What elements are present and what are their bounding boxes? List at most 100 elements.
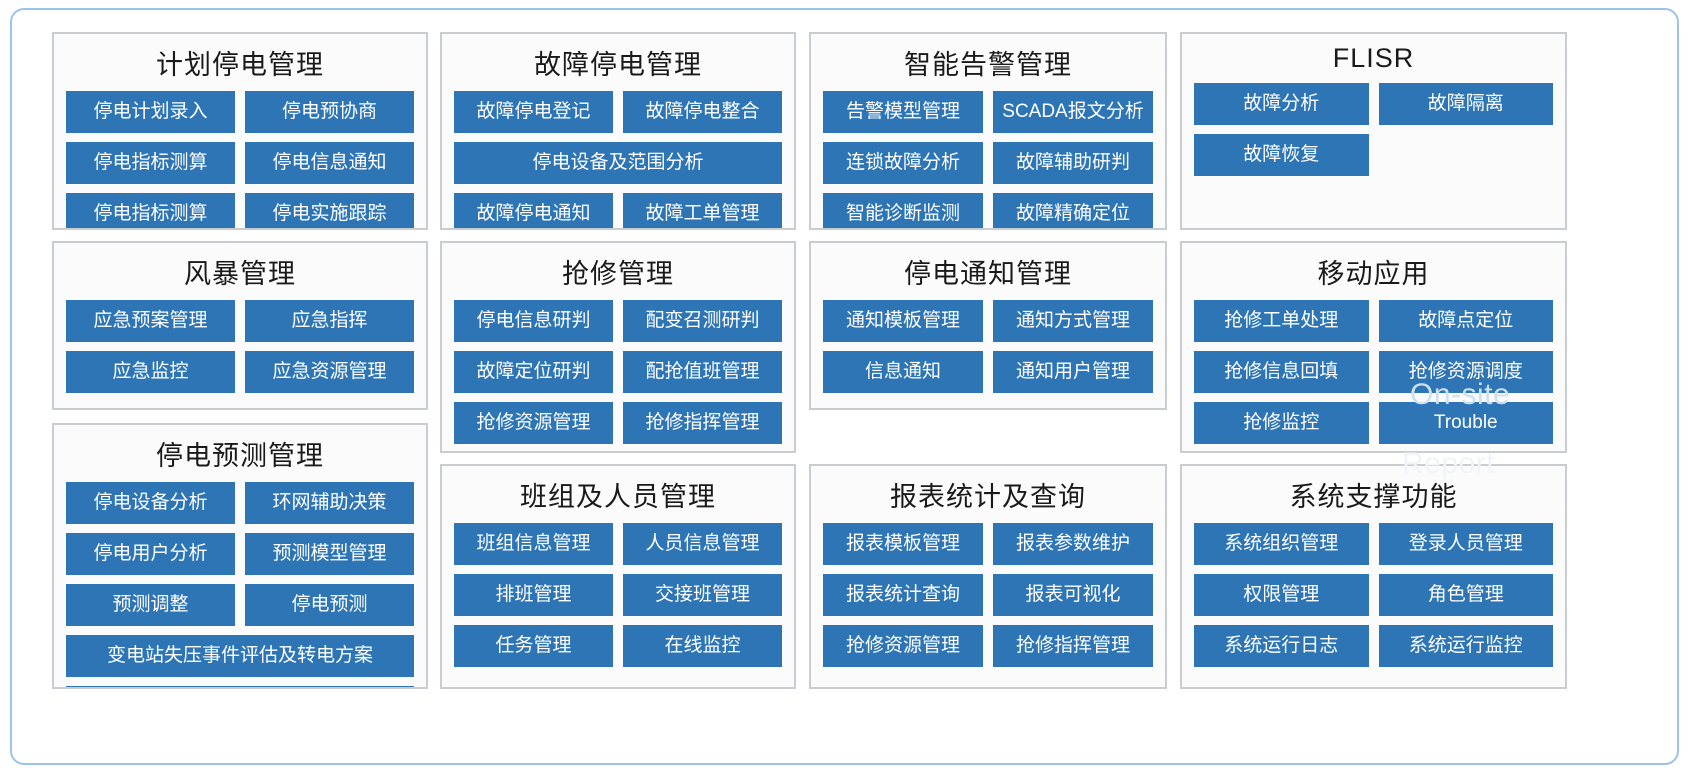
module-button[interactable]: 停电用户分析 — [66, 533, 235, 575]
module-button[interactable]: 应急资源管理 — [245, 351, 414, 393]
module-button[interactable]: 故障点定位 — [1378, 300, 1553, 342]
module-button[interactable]: 班组信息管理 — [454, 523, 613, 565]
panel-title: 班组及人员管理 — [520, 482, 716, 512]
module-button[interactable]: 系统运行日志 — [1194, 625, 1369, 667]
panel-repair-management: 抢修管理 停电信息研判配变召测研判故障定位研判配抢值班管理抢修资源管理抢修指挥管… — [440, 241, 796, 453]
module-button[interactable]: 预测模型管理 — [245, 533, 414, 575]
module-button[interactable]: 抢修监控 — [1194, 402, 1369, 444]
panel-title: 系统支撑功能 — [1289, 482, 1458, 512]
module-button[interactable]: 配抢值班管理 — [623, 351, 782, 393]
panel-button-area: 停电设备分析环网辅助决策停电用户分析预测模型管理预测调整停电预测变电站失压事件评… — [54, 482, 426, 687]
module-button[interactable]: 抢修资源管理 — [454, 402, 613, 444]
module-button[interactable]: 应急预案管理 — [66, 300, 235, 342]
module-button[interactable]: 抢修指挥管理 — [623, 402, 782, 444]
module-button[interactable]: 信息通知 — [823, 351, 983, 393]
module-button[interactable]: 通知方式管理 — [993, 300, 1153, 342]
module-button[interactable]: 故障精确定位 — [993, 193, 1153, 228]
module-button[interactable]: 故障停电整合 — [623, 91, 782, 133]
panel-button-area: 停电信息研判配变召测研判故障定位研判配抢值班管理抢修资源管理抢修指挥管理 — [442, 300, 794, 451]
module-button[interactable]: 故障定位研判 — [454, 351, 613, 393]
panel-button-area: 应急预案管理应急指挥应急监控应急资源管理 — [54, 300, 426, 403]
module-button[interactable]: 故障停电通知 — [454, 193, 613, 228]
module-button[interactable]: 抢修资源调度 — [1378, 351, 1553, 393]
module-button[interactable]: 停电指标测算 — [66, 193, 235, 228]
module-button[interactable]: SCADA报文分析 — [993, 91, 1153, 133]
module-button[interactable]: 抢修资源管理 — [823, 625, 983, 667]
module-button[interactable]: 预测调整 — [66, 584, 235, 626]
module-button[interactable]: 连锁故障分析 — [823, 142, 983, 184]
module-button[interactable]: 报表参数维护 — [993, 523, 1153, 565]
panel-button-area: 故障分析故障隔离故障恢复 — [1182, 83, 1565, 186]
module-button[interactable]: 通知用户管理 — [993, 351, 1153, 393]
module-button[interactable]: 权限管理 — [1194, 574, 1369, 616]
module-button[interactable]: 报表模板管理 — [823, 523, 983, 565]
module-button[interactable]: 应急指挥 — [245, 300, 414, 342]
diagram-canvas: 计划停电管理 停电计划录入停电预协商停电指标测算停电信息通知停电指标测算停电实施… — [10, 8, 1679, 765]
module-button[interactable]: 故障分析 — [1194, 83, 1369, 125]
panel-title: 移动应用 — [1317, 259, 1430, 289]
panel-storm-management: 风暴管理 应急预案管理应急指挥应急监控应急资源管理 — [52, 241, 428, 410]
panel-button-area: 通知模板管理通知方式管理信息通知通知用户管理 — [811, 300, 1165, 403]
module-button[interactable]: 交接班管理 — [623, 574, 782, 616]
module-button[interactable]: 停电设备分析 — [66, 482, 235, 524]
module-button[interactable]: 母线失压事件评估及转电方案 — [66, 686, 414, 687]
panel-button-area: 停电计划录入停电预协商停电指标测算停电信息通知停电指标测算停电实施跟踪 — [54, 91, 426, 228]
module-button[interactable]: 抢修指挥管理 — [993, 625, 1153, 667]
module-button[interactable]: 停电信息研判 — [454, 300, 613, 342]
module-button[interactable]: 通知模板管理 — [823, 300, 983, 342]
panel-title: 停电预测管理 — [156, 441, 324, 471]
module-button[interactable]: 停电指标测算 — [66, 142, 235, 184]
module-button[interactable]: 抢修信息回填 — [1194, 351, 1369, 393]
module-button[interactable]: 配变召测研判 — [623, 300, 782, 342]
panel-title: 计划停电管理 — [156, 50, 324, 80]
module-button[interactable]: 角色管理 — [1378, 574, 1553, 616]
panel-title: 抢修管理 — [562, 259, 674, 289]
panel-button-area: 班组信息管理人员信息管理排班管理交接班管理任务管理在线监控 — [442, 523, 794, 677]
panel-team-and-personnel-management: 班组及人员管理 班组信息管理人员信息管理排班管理交接班管理任务管理在线监控 — [440, 464, 796, 689]
module-button[interactable]: 故障隔离 — [1378, 83, 1553, 125]
module-button[interactable]: 故障工单管理 — [623, 193, 782, 228]
module-button[interactable]: Trouble — [1378, 402, 1553, 444]
module-button[interactable]: 应急监控 — [66, 351, 235, 393]
panel-button-area: 故障停电登记故障停电整合停电设备及范围分析故障停电通知故障工单管理 — [442, 91, 794, 228]
module-button[interactable]: 变电站失压事件评估及转电方案 — [66, 635, 414, 677]
module-button[interactable]: 抢修工单处理 — [1194, 300, 1369, 342]
module-button[interactable]: 停电设备及范围分析 — [454, 142, 782, 184]
module-button[interactable]: 告警模型管理 — [823, 91, 983, 133]
module-button[interactable]: 人员信息管理 — [623, 523, 782, 565]
module-button[interactable]: 环网辅助决策 — [245, 482, 414, 524]
module-button[interactable]: 停电计划录入 — [66, 91, 235, 133]
panel-button-area: 系统组织管理登录人员管理权限管理角色管理系统运行日志系统运行监控 — [1182, 523, 1565, 677]
module-button[interactable]: 停电预协商 — [245, 91, 414, 133]
module-button[interactable]: 排班管理 — [454, 574, 613, 616]
module-button[interactable]: 在线监控 — [623, 625, 782, 667]
module-button[interactable]: 任务管理 — [454, 625, 613, 667]
module-grid: 计划停电管理 停电计划录入停电预协商停电指标测算停电信息通知停电指标测算停电实施… — [12, 10, 1677, 763]
module-button[interactable]: 智能诊断监测 — [823, 193, 983, 228]
panel-title: 故障停电管理 — [534, 50, 702, 80]
module-button[interactable]: 登录人员管理 — [1378, 523, 1553, 565]
panel-title: 风暴管理 — [184, 259, 296, 289]
panel-button-area: 报表模板管理报表参数维护报表统计查询报表可视化抢修资源管理抢修指挥管理 — [811, 523, 1165, 677]
panel-title: 报表统计及查询 — [890, 482, 1086, 512]
panel-title: FLISR — [1332, 43, 1415, 73]
module-button[interactable]: 报表可视化 — [993, 574, 1153, 616]
panel-fault-outage-management: 故障停电管理 故障停电登记故障停电整合停电设备及范围分析故障停电通知故障工单管理 — [440, 32, 796, 230]
panel-outage-notification-management: 停电通知管理 通知模板管理通知方式管理信息通知通知用户管理 — [809, 241, 1167, 410]
module-button[interactable]: 系统组织管理 — [1194, 523, 1369, 565]
module-button[interactable]: 报表统计查询 — [823, 574, 983, 616]
panel-outage-forecast-management: 停电预测管理 停电设备分析环网辅助决策停电用户分析预测模型管理预测调整停电预测变… — [52, 423, 428, 689]
module-button[interactable]: 停电信息通知 — [245, 142, 414, 184]
module-button[interactable]: 故障停电登记 — [454, 91, 613, 133]
module-button[interactable]: 停电实施跟踪 — [245, 193, 414, 228]
module-button[interactable]: 故障辅助研判 — [993, 142, 1153, 184]
panel-title: 智能告警管理 — [904, 50, 1072, 80]
module-button[interactable]: 停电预测 — [245, 584, 414, 626]
panel-report-statistics-and-query: 报表统计及查询 报表模板管理报表参数维护报表统计查询报表可视化抢修资源管理抢修指… — [809, 464, 1167, 689]
panel-planned-outage-management: 计划停电管理 停电计划录入停电预协商停电指标测算停电信息通知停电指标测算停电实施… — [52, 32, 428, 230]
module-button[interactable]: 故障恢复 — [1194, 134, 1369, 176]
module-button[interactable]: 系统运行监控 — [1378, 625, 1553, 667]
